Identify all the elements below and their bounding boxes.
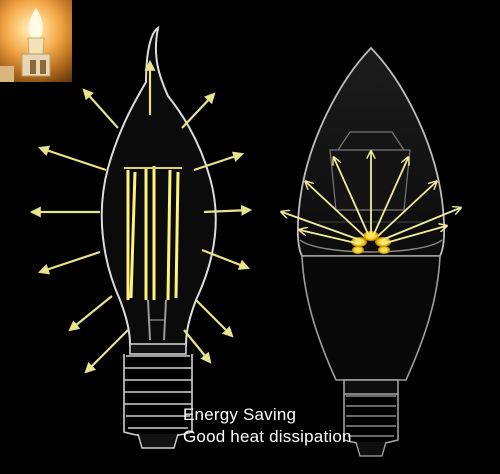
- caption-energy-saving: Energy Saving: [183, 405, 297, 424]
- filament-light-rays: [29, 59, 253, 374]
- led-light-rays: [282, 152, 460, 245]
- led-chips: [351, 231, 391, 254]
- feature-caption: Energy Saving Good heat dissipation: [183, 404, 352, 448]
- candle-bulb-icon: [0, 8, 51, 82]
- lit-bulb-photo: [0, 0, 72, 82]
- led-bulb-base: [343, 379, 399, 457]
- filament-strands: [124, 166, 182, 301]
- caption-heat-dissipation: Good heat dissipation: [183, 427, 352, 446]
- led-bulb-icon: [296, 46, 446, 457]
- filament-bulb-base: [123, 343, 193, 449]
- filament-bulb-icon: [100, 25, 217, 449]
